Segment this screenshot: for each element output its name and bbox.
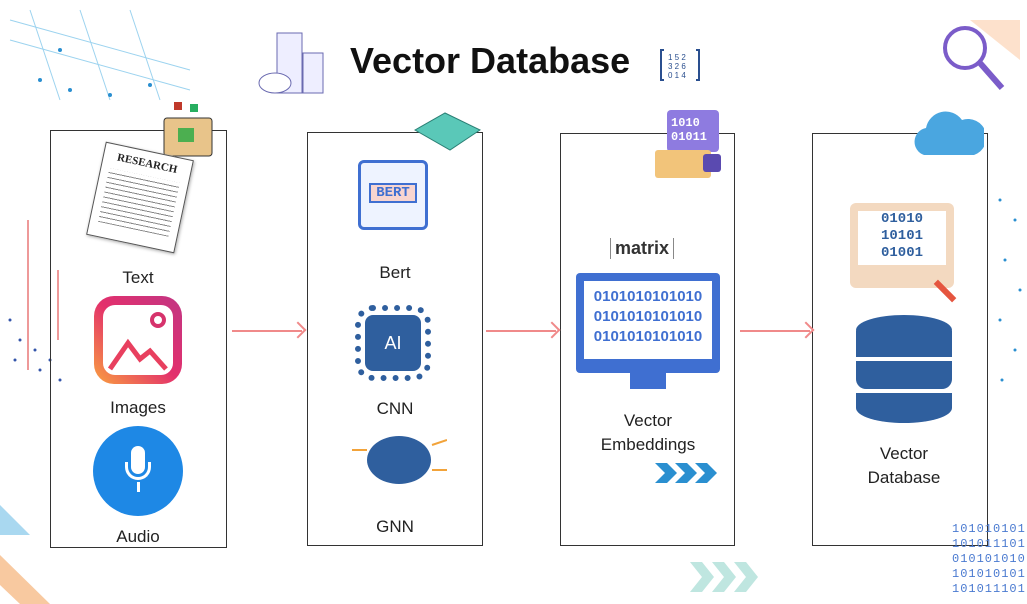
svg-text:0 1 4: 0 1 4: [668, 71, 686, 80]
chevrons-icon: [655, 463, 717, 483]
matrix-bracket-icon: 1 5 23 2 60 1 4: [660, 49, 700, 81]
chip-brain-icon: [413, 112, 482, 151]
microphone-icon: [93, 426, 183, 516]
label-audio: Audio: [116, 527, 160, 546]
cloud-icon: [914, 111, 984, 155]
corner-stripes-decoration: [0, 505, 50, 604]
stage-model-box: [307, 132, 483, 546]
dots-decoration: [998, 198, 1022, 382]
chevron-decoration: [690, 562, 758, 592]
bert-chip-icon: BERT: [358, 160, 428, 230]
label-text: Text: [122, 268, 154, 287]
label-vector-database: Vector Database: [867, 444, 941, 487]
label-gnn: GNN: [376, 517, 414, 536]
label-images: Images: [110, 398, 166, 417]
page-title: Vector Database: [350, 40, 631, 81]
stage-input-box: [50, 130, 227, 548]
stage-database-box: [812, 133, 988, 546]
svg-text:1 5 2: 1 5 2: [668, 53, 686, 62]
embedding-monitor-icon: 0101010101010 0101010101010 010101010101…: [576, 273, 720, 373]
flow-arrow: [740, 330, 810, 332]
folder-icon: [163, 102, 213, 157]
svg-text:3 2 6: 3 2 6: [668, 62, 686, 71]
label-cnn: CNN: [376, 399, 414, 418]
database-icon: [856, 315, 952, 425]
ai-chip-icon: AI: [355, 305, 431, 381]
flow-arrow: [232, 330, 302, 332]
brain-network-icon: [352, 436, 447, 484]
label-vector-embeddings: Vector Embeddings: [600, 411, 696, 454]
label-bert: Bert: [379, 263, 411, 282]
server-icon: [258, 32, 324, 94]
flow-arrow: [486, 330, 556, 332]
stage-embedding-box: [560, 133, 735, 546]
monitor-stand: [630, 373, 666, 389]
matrix-label: matrix: [610, 238, 675, 259]
grid-decoration: [9, 9, 191, 101]
images-icon: [94, 296, 182, 384]
analytics-magnifier-icon: [943, 20, 1020, 90]
